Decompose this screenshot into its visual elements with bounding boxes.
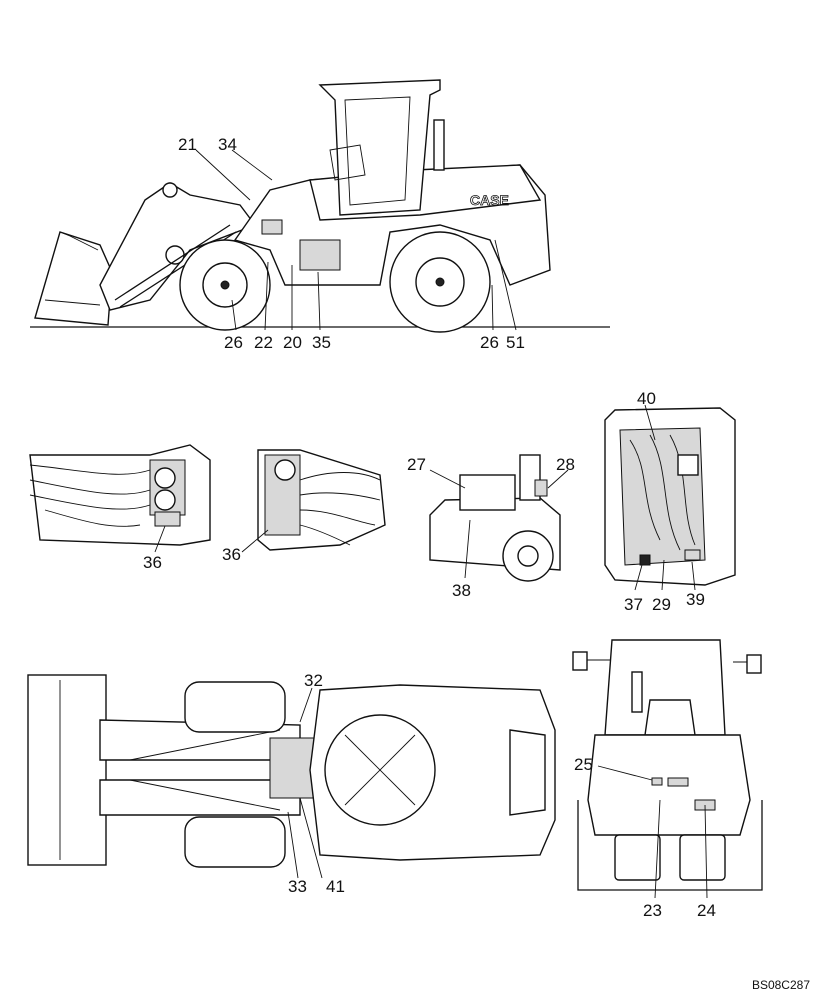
callout-26-front: 26 <box>224 333 243 352</box>
callout-22: 22 <box>254 333 273 352</box>
callout-33: 33 <box>288 877 307 896</box>
callout-20: 20 <box>283 333 302 352</box>
bucket-top <box>27 674 107 866</box>
callout-40: 40 <box>637 389 656 408</box>
callout-21: 21 <box>178 135 197 154</box>
callout-39: 39 <box>686 590 705 609</box>
callout-35: 35 <box>312 333 331 352</box>
callout-24: 24 <box>697 901 716 920</box>
callout-27: 27 <box>407 455 426 474</box>
callout-38: 38 <box>452 581 471 600</box>
cab <box>318 79 441 216</box>
side-view: CASE 21 34 26 22 20 35 26 51 <box>30 79 610 352</box>
detail-mid-view: 36 <box>222 449 386 564</box>
callout-32: 32 <box>304 671 323 690</box>
detail-left-view: 36 <box>29 444 211 572</box>
callout-23: 23 <box>643 901 662 920</box>
rear-view: 25 23 24 <box>572 639 763 920</box>
callout-26-rear: 26 <box>480 333 499 352</box>
callout-36-mid: 36 <box>222 545 241 564</box>
callout-29: 29 <box>652 595 671 614</box>
top-view: 32 33 41 <box>27 671 556 896</box>
detail-fender-view: 27 28 38 <box>407 454 575 600</box>
hood-brand-text: CASE <box>470 192 509 208</box>
exhaust-pipe <box>433 119 445 171</box>
callout-41: 41 <box>326 877 345 896</box>
callout-28: 28 <box>556 455 575 474</box>
callout-36-left: 36 <box>143 553 162 572</box>
callout-25: 25 <box>574 755 593 774</box>
figure-code: BS08C287 <box>751 978 810 992</box>
callout-51: 51 <box>506 333 525 352</box>
bucket <box>34 231 113 326</box>
callout-37: 37 <box>624 595 643 614</box>
callout-34: 34 <box>218 135 237 154</box>
detail-rear-open-view: 40 37 29 39 <box>604 389 736 614</box>
